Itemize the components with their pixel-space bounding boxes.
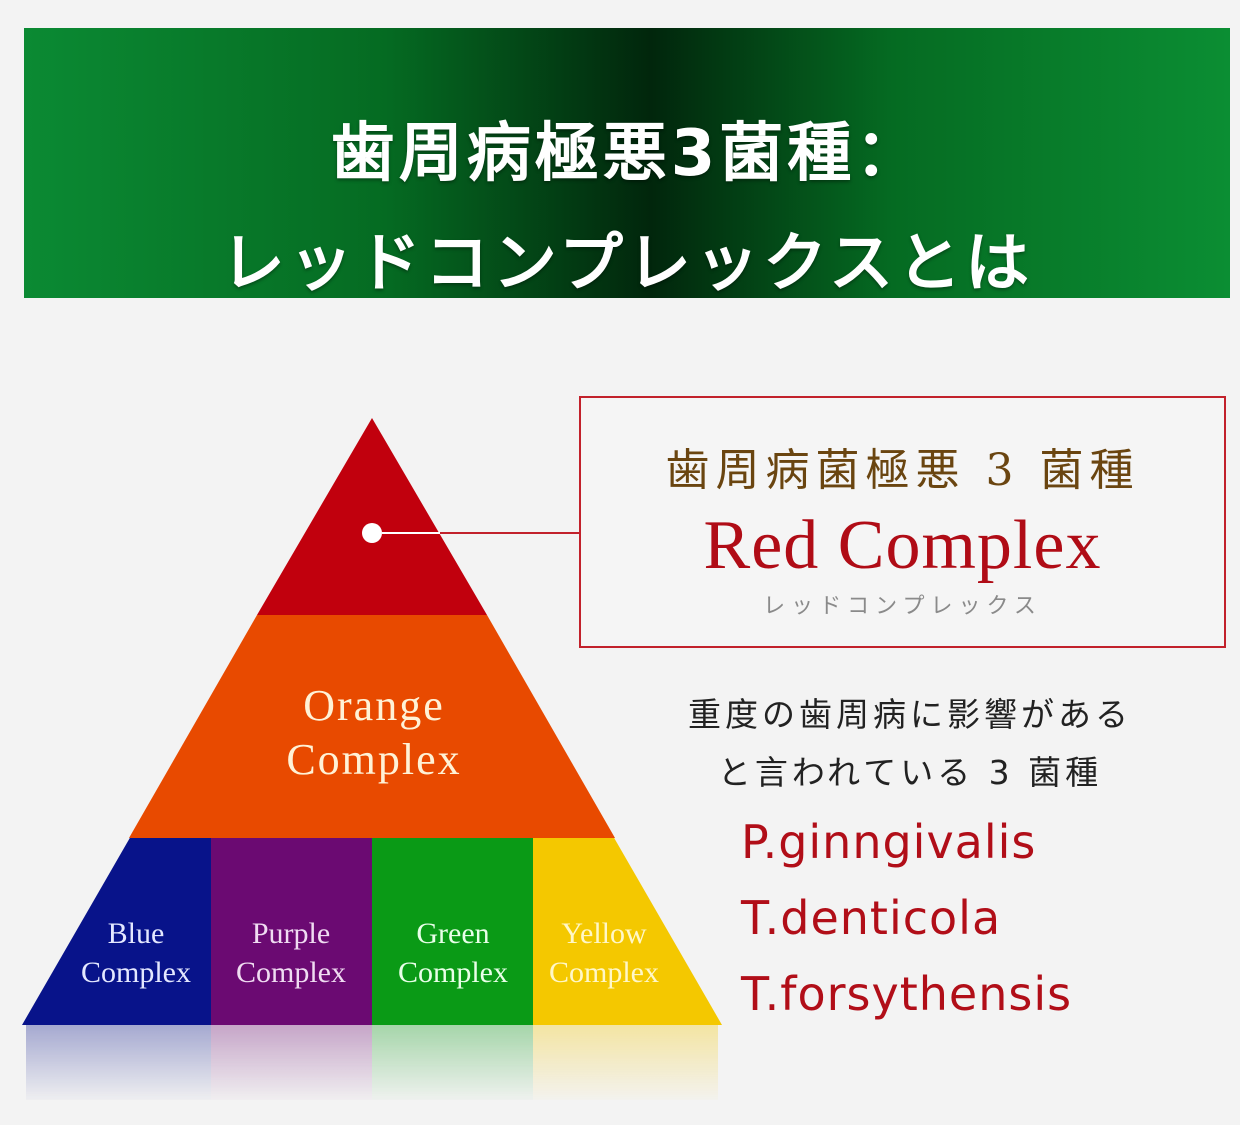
species-p-gingivalis: P.ginngivalis xyxy=(741,815,1037,869)
green-complex-block xyxy=(372,838,533,1025)
header-banner: 歯周病極悪3菌種： レッドコンプレックスとは xyxy=(24,28,1230,301)
red-complex-callout-box: 歯周病菌極悪 3 菌種 Red Complex レッドコンプレックス xyxy=(579,396,1226,648)
header-title-line1: 歯周病極悪3菌種： xyxy=(330,117,924,191)
callout-en-heading: Red Complex xyxy=(703,507,1102,584)
green-complex-label-line1: Green xyxy=(416,917,489,950)
description-line1: 重度の歯周病に影響がある xyxy=(688,695,1132,734)
purple-complex-label-line2: Complex xyxy=(236,956,346,989)
callout-jp-heading: 歯周病菌極悪 3 菌種 xyxy=(665,445,1140,496)
species-t-forsythensis: T.forsythensis xyxy=(741,967,1073,1021)
header-title-line2: レッドコンプレックスとは xyxy=(220,227,1034,301)
description-line2: と言われている 3 菌種 xyxy=(717,753,1103,792)
orange-complex-label-line1: Orange xyxy=(303,681,445,730)
green-complex-label-line2: Complex xyxy=(398,956,508,989)
callout-kana-reading: レッドコンプレックス xyxy=(763,594,1042,619)
blue-complex-label-line2: Complex xyxy=(81,956,191,989)
blue-complex-label-line1: Blue xyxy=(108,917,165,950)
purple-complex-block xyxy=(211,838,372,1025)
red-complex-tier xyxy=(257,418,487,615)
red-complex-marker-dot xyxy=(362,523,382,543)
yellow-complex-label-line1: Yellow xyxy=(561,917,647,950)
orange-complex-label-line2: Complex xyxy=(286,735,461,784)
yellow-complex-label-line2: Complex xyxy=(549,956,659,989)
orange-complex-tier xyxy=(129,615,615,838)
species-t-denticola: T.denticola xyxy=(741,891,1002,945)
purple-complex-label-line1: Purple xyxy=(252,917,330,950)
